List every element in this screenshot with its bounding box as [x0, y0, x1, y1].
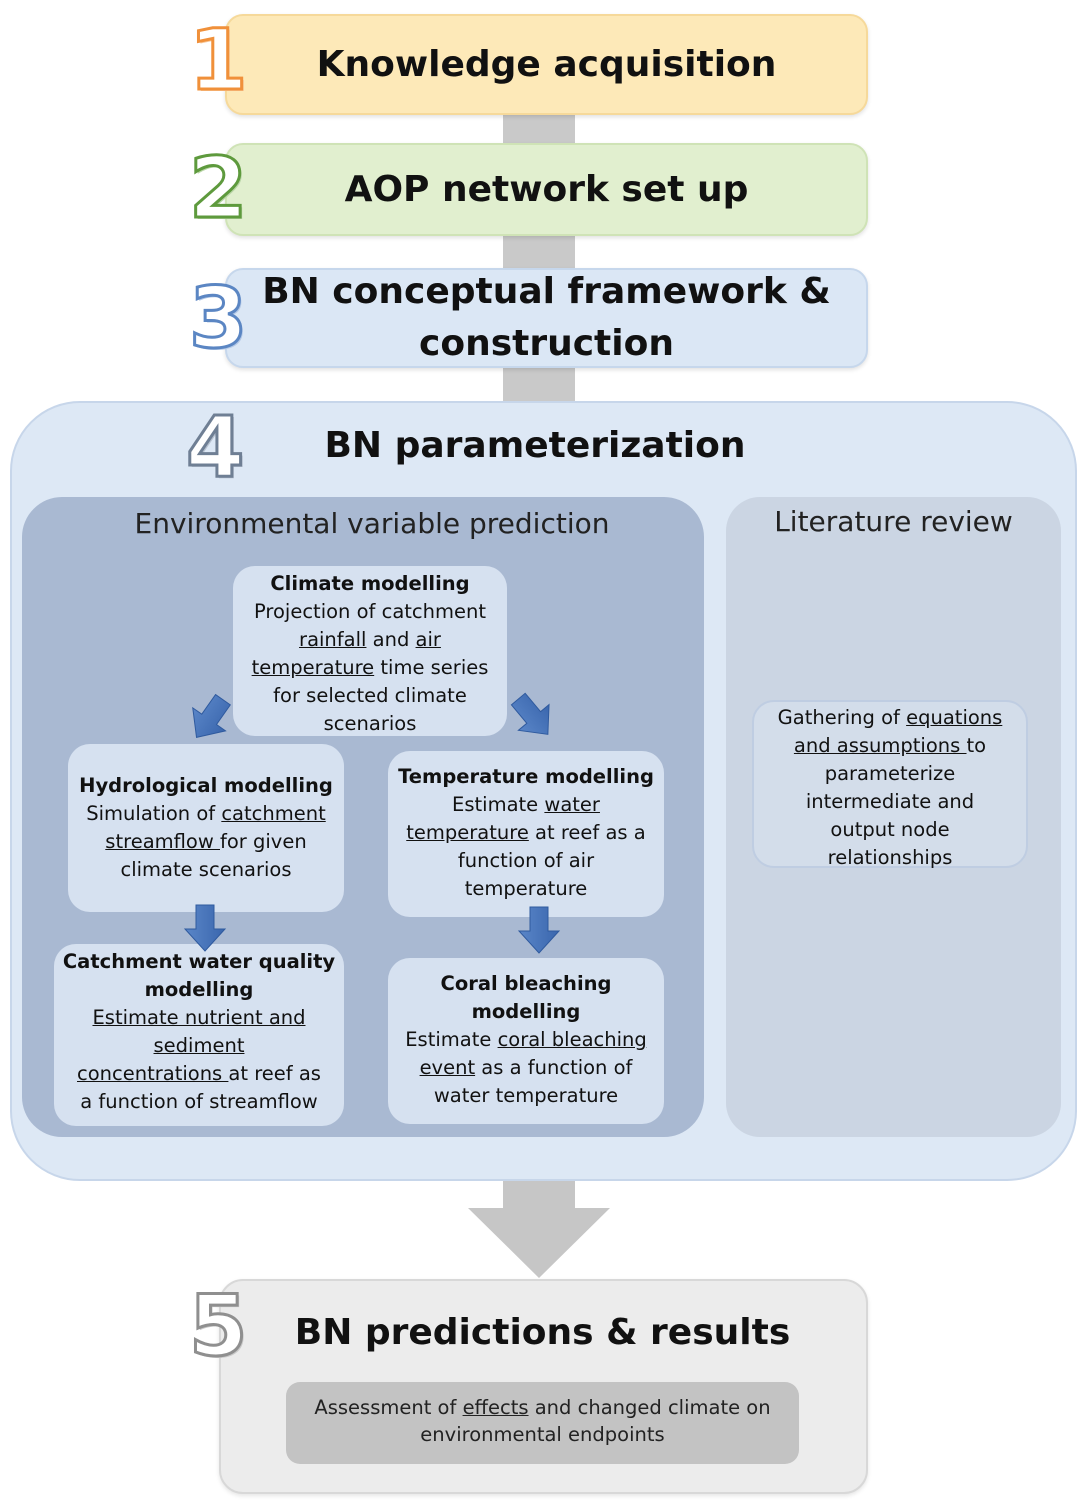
literature-gathering-box: Gathering of equations and assumptions t…: [752, 700, 1028, 869]
coral-desc-line1: Estimate coral bleaching: [405, 1028, 647, 1051]
step-4-title: BN parameterization: [324, 425, 746, 466]
results-assessment-box: Assessment of effects and changed climat…: [286, 1382, 799, 1464]
arrow-temp-to-coral-icon: [517, 906, 561, 954]
results-desc-line2: environmental endpoints: [420, 1423, 665, 1446]
step-2-number: 2: [187, 139, 248, 237]
step-1-number: 1: [187, 11, 248, 109]
hydro-title: Hydrological modelling: [79, 774, 333, 797]
connector-3-4: [503, 367, 575, 403]
climate-title: Climate modelling: [270, 572, 470, 595]
lit-desc-line5: output node: [830, 818, 950, 841]
temp-desc-line3: function of air: [457, 849, 595, 872]
hydro-desc-line1: Simulation of catchment: [86, 802, 326, 825]
step-5-number: 5: [187, 1277, 248, 1375]
climate-desc-line4: for selected climate: [273, 684, 467, 707]
arrow-climate-to-hydro-icon: [192, 693, 231, 738]
connector-1-2: [503, 114, 575, 146]
arrow-hydro-to-cwq-icon: [183, 904, 227, 952]
coral-title-line1: Coral bleaching: [440, 972, 612, 995]
coral-title-line2: modelling: [471, 1000, 581, 1023]
cwq-desc-line2: sediment: [153, 1034, 245, 1057]
step-5-title: BN predictions & results: [294, 1312, 791, 1353]
temperature-modelling-box: Temperature modelling Estimate water tem…: [388, 751, 664, 917]
temp-title: Temperature modelling: [398, 765, 654, 788]
arrow-climate-to-temp-icon: [510, 692, 550, 735]
cwq-desc-line4: a function of streamflow: [80, 1090, 318, 1113]
literature-review-title: Literature review: [774, 505, 1013, 538]
lit-desc-line1: Gathering of equations: [777, 706, 1003, 729]
hydro-desc-line3: climate scenarios: [120, 858, 292, 881]
climate-desc-line2: rainfall and air: [299, 628, 441, 651]
temp-desc-line1: Estimate water: [452, 793, 600, 816]
cwq-desc-line1: Estimate nutrient and: [92, 1006, 306, 1029]
step-4-number: 4: [184, 398, 245, 496]
step-3-title-line2: construction: [419, 323, 674, 364]
climate-desc-line3: temperature time series: [251, 656, 489, 679]
climate-desc-line5: scenarios: [323, 712, 417, 735]
step-3-number: 3: [187, 269, 248, 367]
hydrological-modelling-box: Hydrological modelling Simulation of cat…: [68, 744, 344, 912]
cwq-title-line2: modelling: [144, 978, 254, 1001]
connector-2-3: [503, 235, 575, 270]
temp-desc-line2: temperature at reef as a: [406, 821, 646, 844]
catchment-water-quality-box: Catchment water quality modelling Estima…: [54, 944, 344, 1126]
coral-desc-line2: event as a function of: [419, 1056, 633, 1079]
lit-desc-line6: relationships: [827, 846, 953, 869]
environmental-variable-title: Environmental variable prediction: [134, 507, 610, 540]
lit-desc-line4: intermediate and: [805, 790, 975, 813]
step-knowledge-acquisition: Knowledge acquisition: [225, 14, 868, 115]
temp-desc-line4: temperature: [464, 877, 588, 900]
step-2-title: AOP network set up: [344, 169, 749, 210]
step-3-title-line1: BN conceptual framework &: [262, 271, 831, 312]
step-1-title: Knowledge acquisition: [316, 44, 777, 85]
coral-desc-line3: water temperature: [433, 1084, 619, 1107]
cwq-desc-line3: concentrations at reef as: [77, 1062, 321, 1085]
results-desc-line1: Assessment of effects and changed climat…: [314, 1396, 771, 1419]
hydro-desc-line2: streamflow for given: [105, 830, 307, 853]
lit-desc-line2: and assumptions to: [793, 734, 987, 757]
climate-desc-line1: Projection of catchment: [253, 600, 486, 623]
step-aop-network: AOP network set up: [225, 143, 868, 236]
cwq-title-line1: Catchment water quality: [62, 950, 336, 973]
coral-bleaching-box: Coral bleaching modelling Estimate coral…: [388, 958, 664, 1124]
step-bn-conceptual-framework: BN conceptual framework & construction: [225, 268, 868, 368]
lit-desc-line3: parameterize: [824, 762, 956, 785]
climate-modelling-box: Climate modelling Projection of catchmen…: [233, 566, 507, 736]
